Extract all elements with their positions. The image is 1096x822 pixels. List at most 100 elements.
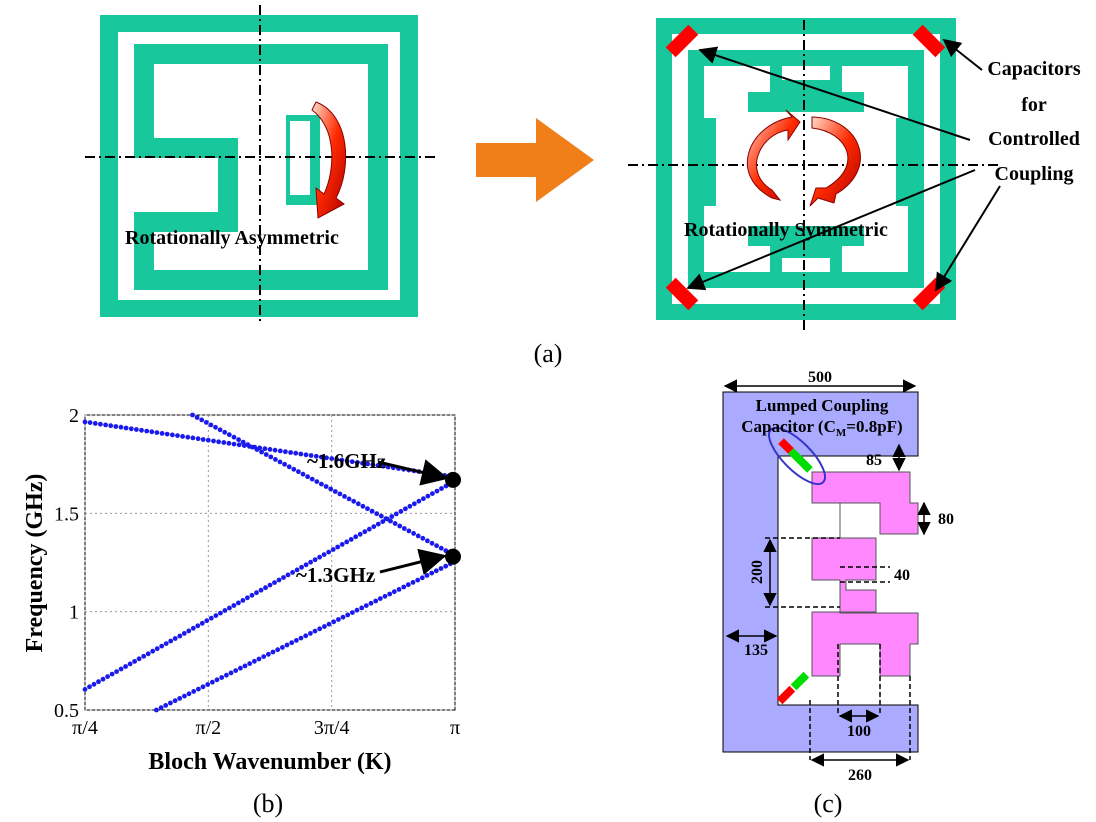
band-point [359, 605, 365, 611]
band-point [87, 684, 92, 690]
band-point [375, 521, 381, 527]
substrate [722, 391, 919, 753]
lumped-capacitor-bottom [776, 671, 810, 705]
band-3 [82, 478, 458, 692]
band-point [263, 452, 269, 457]
band-point [273, 457, 278, 462]
band-point [308, 559, 313, 565]
band-point [168, 700, 173, 706]
band-point [300, 471, 306, 477]
band-point [403, 506, 408, 512]
svg-text:Controlled: Controlled [988, 128, 1080, 150]
x-axis-title: Bloch Wavenumber (K) [148, 749, 391, 775]
band-point [277, 459, 283, 465]
band-point [211, 438, 216, 444]
band-point [154, 646, 160, 652]
band-point [294, 638, 299, 643]
band-point [336, 617, 341, 622]
capacitor-ring [768, 427, 826, 485]
band-point [373, 598, 379, 604]
band-point [380, 519, 386, 524]
band-point [298, 451, 304, 457]
band-point [105, 674, 110, 679]
callout-low: ~1.3GHz [296, 563, 375, 587]
band-point [282, 461, 287, 467]
band-point [118, 424, 124, 430]
plot-frame [84, 414, 456, 711]
band-point [268, 454, 274, 460]
corner-capacitors [665, 24, 946, 311]
band-point [196, 686, 201, 692]
panel-c-layout: 500 Lumped Coupling Capacitor (CM=0.8pF)… [722, 369, 954, 784]
dim-260: 260 [848, 767, 872, 784]
band-point [391, 589, 397, 595]
lumped-capacitor-top [778, 438, 813, 473]
x-tick-label: π/4 [72, 717, 98, 739]
rotation-arrows-right [746, 109, 861, 207]
band-point [210, 679, 215, 685]
band-point [190, 625, 196, 631]
band-point [284, 642, 290, 648]
band-point [326, 549, 332, 555]
band-point [377, 596, 383, 601]
band-point [289, 640, 295, 646]
band-point [425, 493, 431, 499]
band-point [439, 486, 444, 491]
band-point [443, 563, 449, 569]
band-point [425, 538, 430, 544]
band-point [350, 610, 355, 615]
band-point [387, 591, 393, 597]
band-point [349, 459, 355, 465]
band-point [228, 670, 234, 676]
band-point [203, 420, 209, 425]
band-point [177, 633, 183, 639]
band-point [411, 531, 416, 536]
band-point [371, 524, 377, 529]
rotation-arrow-left [311, 101, 347, 219]
band-point [92, 421, 98, 426]
band-point [222, 429, 228, 435]
band-point [276, 577, 282, 583]
band-point [186, 628, 192, 634]
band-point [389, 514, 395, 519]
band-point [213, 613, 219, 618]
band-point [398, 509, 404, 514]
band-point [227, 605, 232, 611]
band-point [406, 528, 412, 534]
dim-40: 40 [894, 567, 910, 584]
band-point [149, 429, 155, 435]
band-point [410, 580, 416, 585]
dim-100: 100 [847, 723, 871, 740]
band-point [214, 677, 220, 683]
band-point [168, 638, 174, 644]
band-point [290, 570, 295, 575]
band-point [355, 501, 361, 507]
band-point [150, 648, 156, 654]
band-point [334, 457, 340, 462]
band-point [303, 633, 309, 639]
band-point [434, 488, 440, 494]
band-point [308, 453, 314, 458]
band-point [159, 643, 165, 649]
band-point [158, 705, 164, 711]
band-point [204, 618, 210, 624]
band-point [335, 544, 341, 550]
band-point [322, 624, 327, 629]
band-point [109, 671, 115, 677]
band-point [354, 607, 360, 613]
band-point [98, 421, 103, 427]
band-point [262, 446, 268, 452]
band-point [285, 572, 291, 578]
band-point [348, 537, 354, 542]
band-1 [82, 419, 458, 480]
band-point [344, 458, 350, 464]
caption-a: (a) [534, 339, 563, 368]
band-point [154, 707, 159, 713]
band-point [128, 426, 134, 432]
band-point [191, 689, 197, 694]
band-point [272, 580, 277, 585]
band-point [429, 540, 435, 546]
caption-b: (b) [253, 789, 283, 818]
band-point [199, 620, 205, 626]
